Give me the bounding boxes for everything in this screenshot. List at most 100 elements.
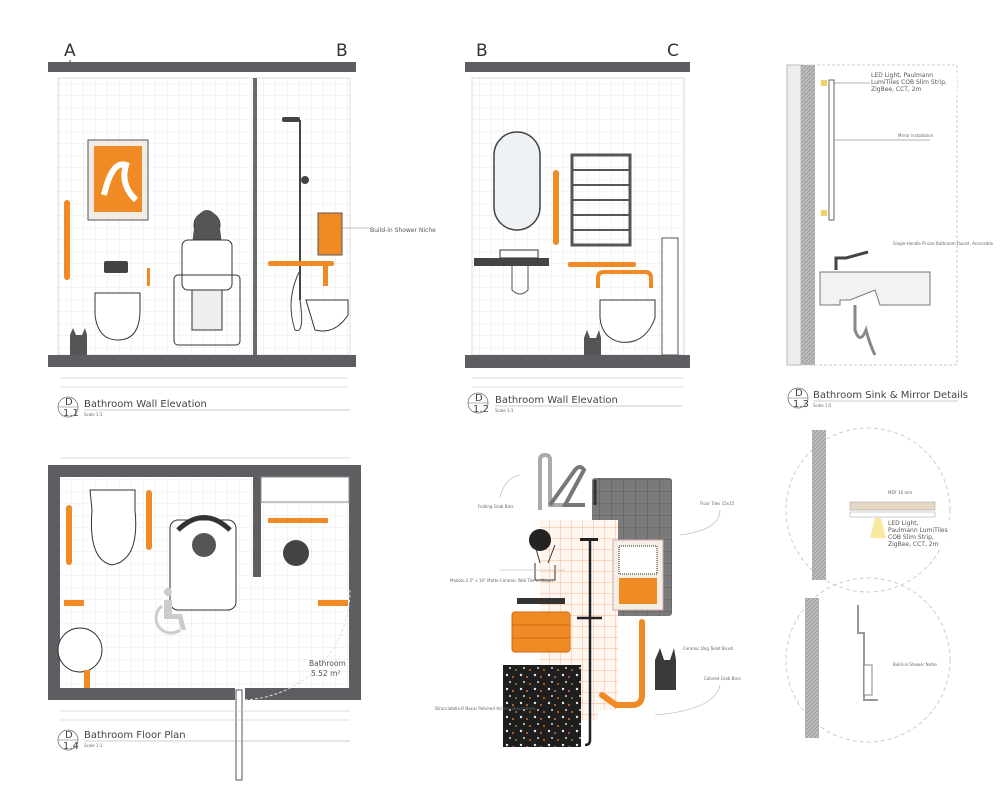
wall-toilet bbox=[599, 299, 656, 343]
mirror-section bbox=[828, 79, 835, 221]
cistern-column bbox=[661, 237, 679, 356]
shower-seat bbox=[305, 299, 349, 332]
marker-b: B bbox=[476, 41, 488, 61]
mirror-edge bbox=[849, 511, 936, 518]
grab-bar-vertical bbox=[553, 170, 559, 245]
led-strip bbox=[821, 80, 827, 86]
badge-bottom: 1.1 bbox=[63, 408, 79, 419]
artwork-figure bbox=[101, 161, 139, 203]
artwork bbox=[94, 146, 142, 212]
label-dog-brush: Ceramic Dog Toilet Brush bbox=[683, 646, 734, 651]
faucet-label: Single-Handle Pi-size Bathroom faucet, A… bbox=[893, 241, 994, 246]
led-label-detail: LED Light, Paulmann LumiTiles COB Slim S… bbox=[888, 520, 950, 548]
wall-section bbox=[812, 430, 826, 580]
grab-bar-vertical bbox=[64, 200, 70, 280]
leader-line bbox=[654, 684, 721, 716]
room-area: 5.52 m² bbox=[311, 669, 340, 678]
mdf-label: MDF 16 mm bbox=[888, 490, 912, 495]
grab-bar bbox=[64, 600, 84, 606]
badge-top: D bbox=[65, 397, 73, 408]
drawing-scale: Scale 1:5 bbox=[813, 403, 832, 408]
grab-bar-horizontal bbox=[568, 262, 636, 267]
floor-slab bbox=[465, 355, 690, 368]
sink-plan bbox=[57, 627, 103, 673]
flush-plate bbox=[104, 261, 128, 273]
sink-basin bbox=[499, 249, 539, 259]
mdf-shelf bbox=[849, 501, 936, 511]
marker-c: C bbox=[667, 41, 679, 61]
wall-lamp bbox=[529, 529, 551, 551]
door-swing bbox=[239, 589, 351, 701]
drawing-title: Bathroom Wall Elevation bbox=[84, 399, 207, 410]
terrazzo-sample bbox=[503, 665, 581, 747]
led-light-beam bbox=[870, 518, 886, 538]
label-floor-tiles: Floor Tiles 15x15 bbox=[700, 501, 735, 506]
shower-head-plan bbox=[283, 540, 309, 566]
drawing-title: Bathroom Sink & Mirror Details bbox=[813, 390, 968, 401]
badge-bottom: 1.2 bbox=[473, 404, 489, 415]
marker-a: A bbox=[64, 41, 76, 61]
leader-line bbox=[679, 509, 721, 536]
grab-bar bbox=[318, 600, 348, 606]
led-strip bbox=[821, 210, 827, 216]
drain-trap bbox=[853, 305, 877, 356]
detail-circles: MDF 16 mm Build-in Shower Niche bbox=[785, 427, 951, 743]
orange-towels bbox=[511, 611, 571, 653]
vanity-counter bbox=[474, 258, 549, 266]
shower-head-photo bbox=[580, 538, 598, 541]
badge-top: D bbox=[65, 730, 73, 741]
shower-niche bbox=[317, 212, 343, 256]
drawing-scale: Scale 1:1 bbox=[84, 743, 103, 748]
insulation-layer bbox=[786, 64, 802, 366]
floor-plan: Bathroom 5.52 m² D 1.4 Bathroom Floor Pl… bbox=[48, 457, 361, 781]
folding-grab-bar-photo bbox=[538, 452, 570, 510]
niche-label: Build-in Shower Niche bbox=[893, 662, 937, 667]
leader-line bbox=[499, 474, 521, 498]
wheelchair-user-plan bbox=[169, 515, 237, 611]
badge-bottom: 1.3 bbox=[793, 399, 809, 410]
ceiling-slab bbox=[465, 62, 690, 72]
floor-slab bbox=[48, 355, 356, 367]
niche-bottle bbox=[863, 664, 873, 696]
art-print-pattern bbox=[618, 545, 658, 575]
sink-mirror-detail: Mirror installation Single-Handle Pi-siz… bbox=[786, 64, 994, 410]
mirror bbox=[493, 131, 541, 231]
wall-section bbox=[801, 65, 815, 365]
shower-set bbox=[282, 117, 309, 332]
label-wall-tile: Makoto 2.5" x 10" Matte Ceramic Wall Til… bbox=[450, 578, 553, 583]
label-folding-grab-bars: Folding Grab Bars bbox=[478, 504, 514, 509]
sink-section bbox=[819, 271, 931, 306]
shower-bench bbox=[260, 476, 350, 503]
shelf bbox=[517, 598, 565, 604]
badge-top: D bbox=[795, 388, 803, 399]
drawing-title: Bathroom Floor Plan bbox=[84, 730, 186, 741]
grab-bar bbox=[268, 518, 328, 523]
elevation-1: A B Build-in bbox=[48, 41, 436, 419]
shower-partition bbox=[253, 477, 261, 577]
wall-toilet bbox=[94, 292, 141, 341]
grab-bar bbox=[66, 505, 72, 565]
drawing-scale: Scale 1:1 bbox=[495, 408, 514, 413]
drawing-title: Bathroom Wall Elevation bbox=[495, 395, 618, 406]
faucet bbox=[834, 250, 869, 270]
folding-grab-bar bbox=[596, 270, 653, 288]
mirror-label: Mirror installation bbox=[898, 133, 934, 138]
towel-radiator bbox=[570, 153, 632, 247]
badge-top: D bbox=[475, 393, 483, 404]
art-print-orange bbox=[619, 578, 657, 604]
door-leaf bbox=[235, 689, 243, 781]
shower-divider bbox=[253, 78, 257, 355]
label-colored-grab-bars: Colored Grab Bars bbox=[704, 676, 741, 681]
dog-brush bbox=[584, 330, 601, 355]
towel-folds bbox=[512, 624, 570, 639]
niche-section bbox=[857, 605, 878, 701]
grab-bar bbox=[84, 670, 90, 688]
orange-grab-bar-photo bbox=[599, 619, 645, 708]
ceiling-slab bbox=[48, 62, 356, 72]
led-label: LED Light, Paulmann LumiTiles COB Slim S… bbox=[871, 72, 957, 93]
grab-bar-drop bbox=[323, 266, 328, 286]
badge-bottom: 1.4 bbox=[63, 741, 79, 752]
label-terrazzo: Stracciatella-R Nacar Polished Arcana Sh… bbox=[435, 706, 536, 711]
wall-section bbox=[805, 598, 819, 738]
